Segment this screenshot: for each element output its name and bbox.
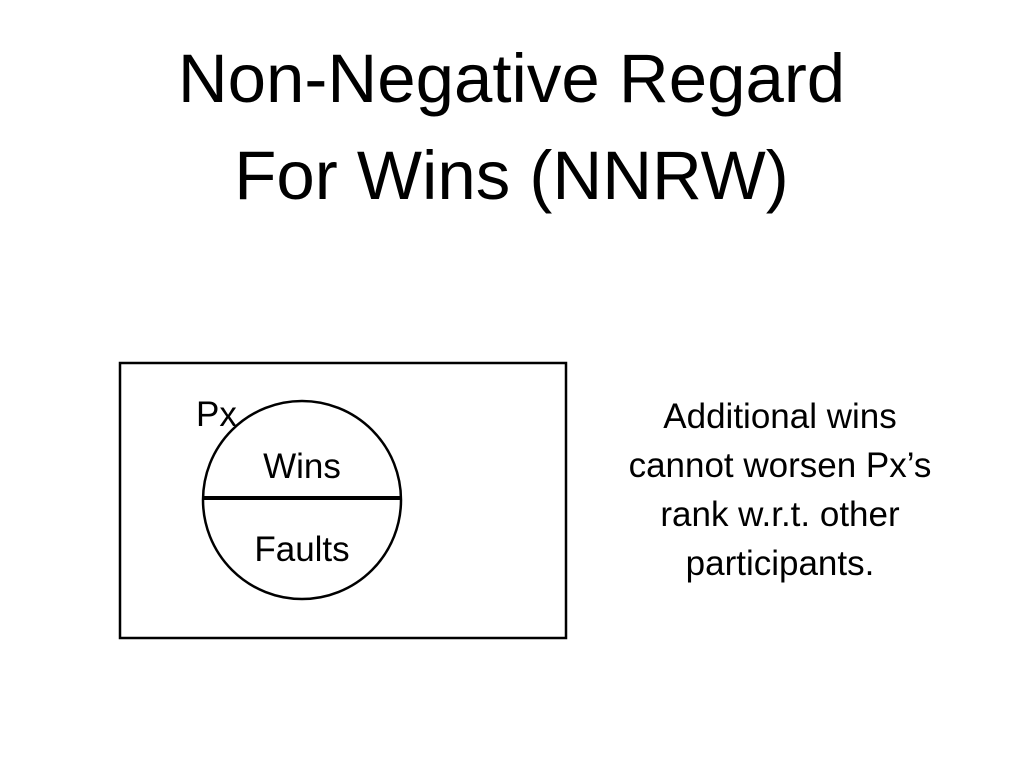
title-line-1: Non-Negative Regard xyxy=(177,40,846,117)
nnrw-explanation: Additional wins cannot worsen Px’s rank … xyxy=(585,392,975,588)
title-line-2: For Wins (NNRW) xyxy=(234,137,789,214)
caption-line-3: rank w.r.t. other xyxy=(660,495,900,534)
caption-line-2: cannot worsen Px’s xyxy=(628,446,932,485)
slide-title: Non-Negative Regard For Wins (NNRW) xyxy=(0,30,1023,224)
participant-label: Px xyxy=(196,395,237,434)
caption-line-1: Additional wins xyxy=(663,397,897,436)
wins-label: Wins xyxy=(263,447,341,486)
universe-box xyxy=(118,361,568,640)
caption-line-4: participants. xyxy=(685,544,875,583)
faults-label: Faults xyxy=(254,530,349,569)
